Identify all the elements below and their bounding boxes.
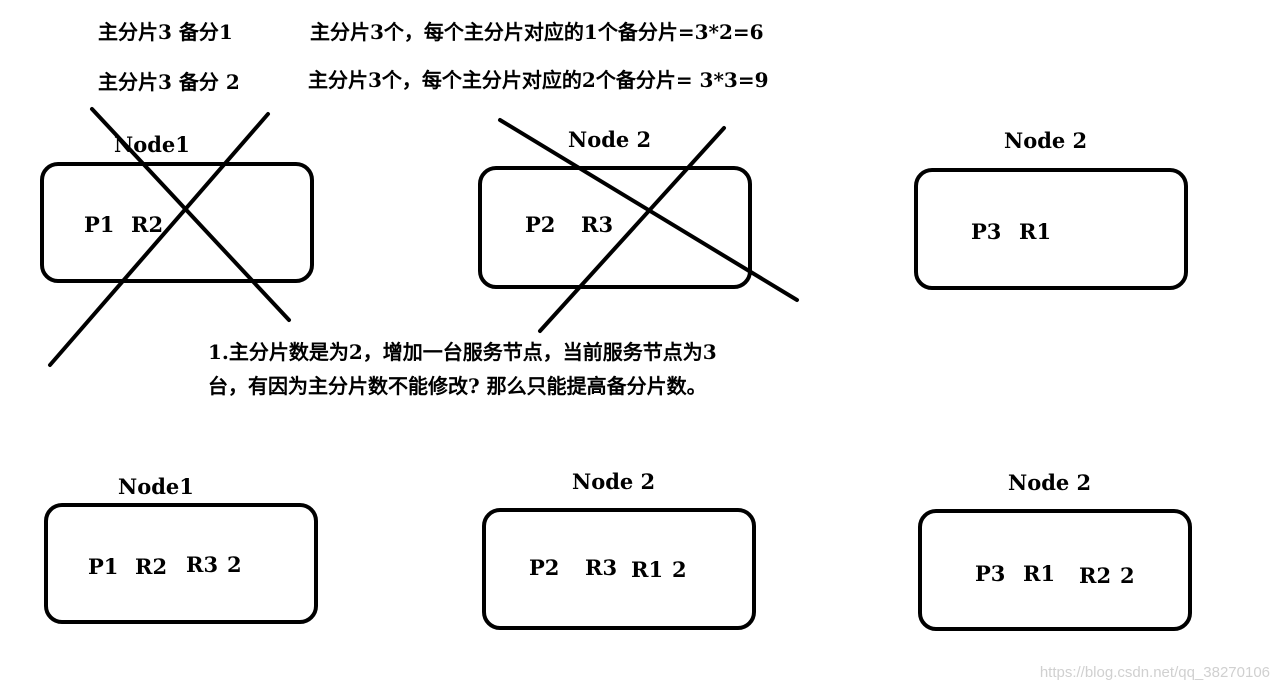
- shard-label: 2: [227, 552, 242, 577]
- shard-label: P2: [525, 212, 556, 237]
- formula-replica-1: 主分片3个，每个主分片对应的1个备分片=3*2=6: [310, 20, 764, 44]
- shard-label: 2: [1120, 563, 1135, 588]
- shard-label: P1: [84, 212, 115, 237]
- shard-label: R2: [1079, 563, 1112, 588]
- node-box: [918, 509, 1192, 631]
- formula-replica-2: 主分片3个，每个主分片对应的2个备分片= 3*3=9: [308, 68, 769, 92]
- config-label-replica-1: 主分片3 备分1: [98, 20, 233, 44]
- node-box: [914, 168, 1188, 290]
- shard-label: P1: [88, 554, 119, 579]
- shard-label: P2: [529, 555, 560, 580]
- shard-label: R1: [631, 557, 664, 582]
- node-box: [478, 166, 752, 289]
- watermark: https://blog.csdn.net/qq_38270106: [1039, 664, 1270, 681]
- note-line: 台，有因为主分片数不能修改? 那么只能提高备分片数。: [208, 374, 707, 398]
- shard-label: R3: [585, 555, 618, 580]
- cross-line: [538, 126, 726, 333]
- node-title: Node 2: [1004, 128, 1088, 153]
- note-line: 1.主分片数是为2，增加一台服务节点，当前服务节点为3: [208, 340, 717, 364]
- node-title: Node1: [114, 132, 190, 157]
- node-title: Node 2: [572, 469, 656, 494]
- node-box: [44, 503, 318, 624]
- shard-label: P3: [975, 561, 1006, 586]
- shard-label: R1: [1019, 219, 1052, 244]
- shard-label: R2: [131, 212, 164, 237]
- cross-line: [48, 112, 270, 367]
- node-box: [40, 162, 314, 283]
- node-title: Node1: [118, 474, 194, 499]
- config-label-replica-2: 主分片3 备分 2: [98, 70, 240, 94]
- cross-line: [90, 107, 291, 322]
- node-title: Node 2: [1008, 470, 1092, 495]
- shard-label: R3: [581, 212, 614, 237]
- shard-label: R2: [135, 554, 168, 579]
- node-title: Node 2: [568, 127, 652, 152]
- node-box: [482, 508, 756, 630]
- shard-label: P3: [971, 219, 1002, 244]
- shard-label: 2: [672, 557, 687, 582]
- shard-label: R1: [1023, 561, 1056, 586]
- shard-label: R3: [186, 552, 219, 577]
